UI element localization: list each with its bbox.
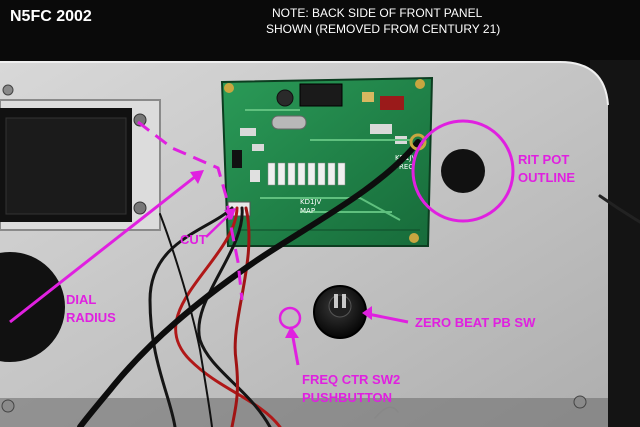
dial-hole (0, 252, 65, 362)
dial-radius-arc (137, 120, 244, 301)
dial-label-line-1: DIAL (66, 292, 97, 307)
note-line-2: SHOWN (REMOVED FROM CENTURY 21) (266, 22, 501, 36)
cut-label: CUT (180, 232, 207, 247)
zero-beat-pushbutton (313, 285, 367, 339)
freq-ctr-label-line-1: FREQ CTR SW2 (302, 372, 401, 387)
rit-label-line-2: OUTLINE (518, 170, 576, 185)
dial-label-line-2: RADIUS (66, 310, 116, 325)
silk-bottom2: MAP (300, 207, 315, 215)
silk-bottom: KD1JV (300, 198, 321, 206)
rit-label-line-1: RIT POT (518, 152, 570, 167)
annotation-marks (9, 119, 515, 366)
pcb-board: KD1JV FREQ KD1JV MAP (220, 76, 434, 247)
silk-top2: FREQ (395, 163, 414, 171)
zero-beat-label: ZERO BEAT PB SW (415, 315, 536, 330)
freq-ctr-label-line-2: PUSHBUTTON (302, 390, 393, 405)
rit-pot-hole (441, 149, 485, 193)
rit-outline-circle (411, 119, 515, 223)
wiring (77, 139, 640, 427)
photo-credit: N5FC 2002 (10, 8, 92, 25)
note-line-1: NOTE: BACK SIDE OF FRONT PANEL (272, 6, 483, 20)
annotation-arrowheads (190, 170, 372, 338)
